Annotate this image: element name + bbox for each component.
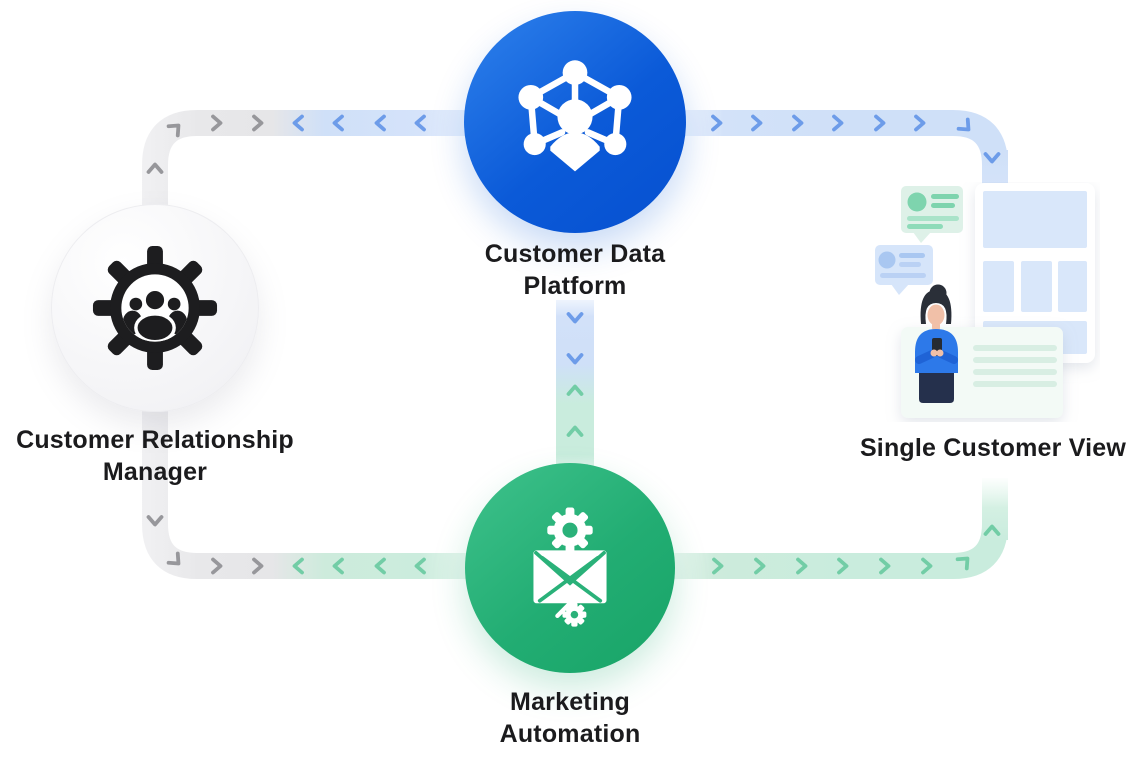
network-users-icon	[518, 60, 632, 172]
chat-bubble-blue	[875, 245, 933, 295]
label-line: Single Customer View	[859, 434, 1127, 462]
pipe-ma-scv	[640, 478, 1008, 579]
node-customer-relationship-manager	[51, 204, 259, 412]
label-line: Automation	[499, 720, 641, 748]
node-customer-data-platform	[464, 11, 686, 233]
label-customer-data-platform: Customer Data Platform	[425, 238, 725, 302]
chat-bubble-green	[901, 186, 963, 243]
single-customer-view-illustration	[875, 183, 1095, 418]
label-single-customer-view: Single Customer View	[843, 432, 1133, 464]
pipe-crm-cdp	[142, 110, 500, 212]
label-line: Customer Data	[484, 240, 666, 268]
pipe-cdp-ma	[556, 300, 594, 480]
label-line: Platform	[523, 272, 627, 300]
customer-person	[915, 284, 958, 403]
label-line: Manager	[102, 458, 208, 486]
gear-people-icon	[92, 245, 218, 371]
label-line: Customer Relationship	[16, 426, 294, 454]
label-line: Marketing	[510, 688, 630, 716]
node-marketing-automation	[465, 463, 675, 673]
pipe-crm-ma	[142, 402, 500, 579]
label-customer-relationship-manager: Customer Relationship Manager	[5, 424, 305, 488]
label-marketing-automation: Marketing Automation	[420, 686, 720, 750]
envelope-gears-icon	[533, 507, 607, 627]
